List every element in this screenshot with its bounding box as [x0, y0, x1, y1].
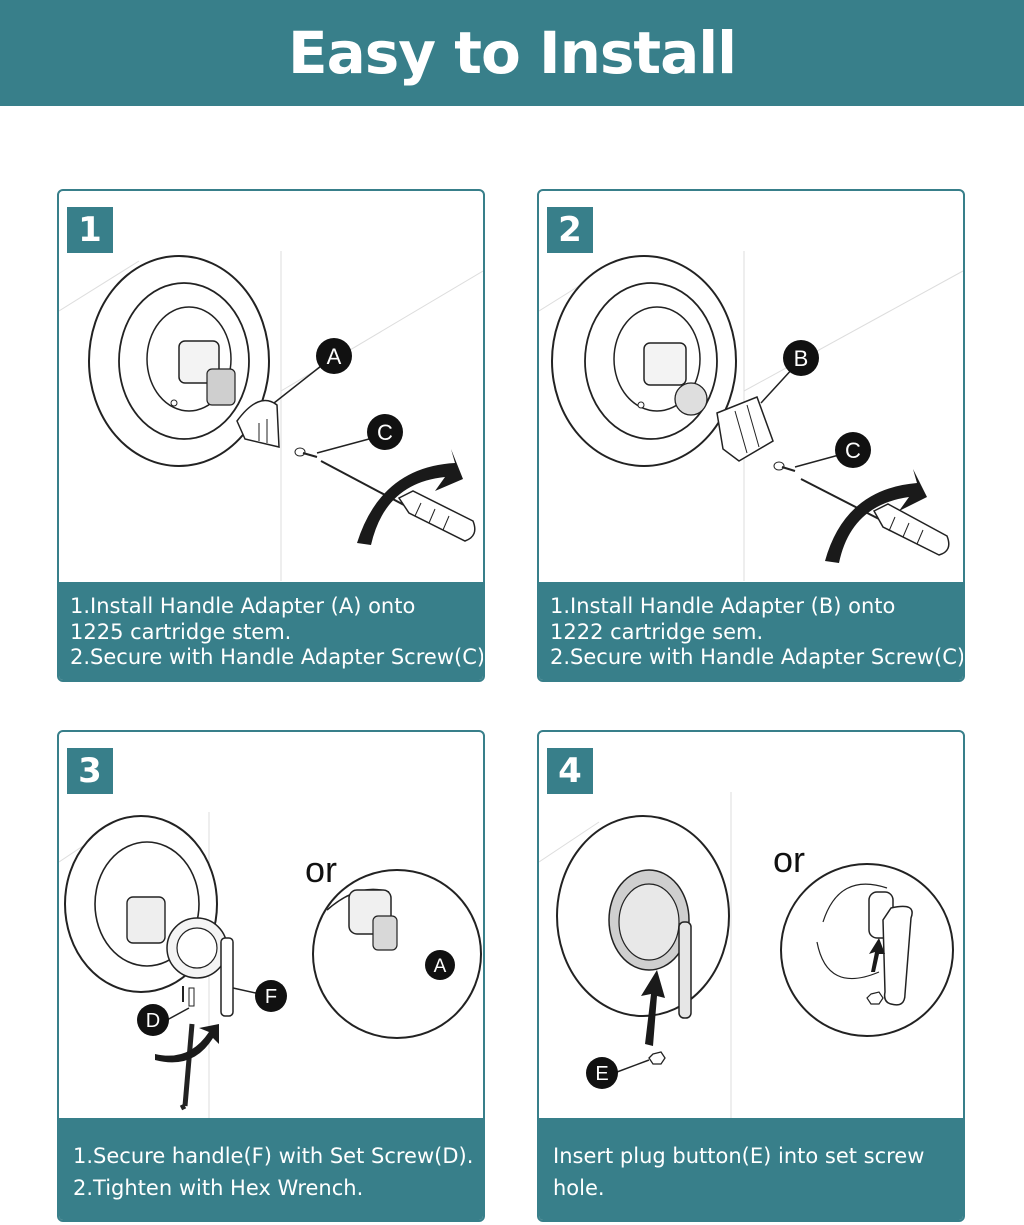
page-title: Easy to Install: [287, 19, 737, 87]
step-panel-2: 2: [537, 189, 965, 682]
svg-text:B: B: [794, 346, 809, 371]
step-4-illustration: or E: [539, 792, 954, 1122]
handle-adapter-b: [716, 396, 774, 462]
screw-c: [294, 447, 318, 458]
handle-adapter-a: [236, 399, 280, 448]
step-number-badge: 3: [67, 748, 113, 794]
svg-text:C: C: [845, 438, 861, 463]
step-caption: Insert plug button(E) into set screw hol…: [539, 1118, 963, 1220]
svg-text:D: D: [146, 1010, 160, 1032]
callout-badge: A: [425, 950, 455, 980]
screwdriver-icon: [800, 478, 950, 556]
step-panel-4: 4 or E Insert plug button(: [537, 730, 965, 1222]
callout-badge: C: [367, 414, 403, 450]
svg-text:A: A: [327, 344, 342, 369]
curved-arrow-icon: [357, 449, 463, 545]
step-caption: 1.Install Handle Adapter (B) onto 1222 c…: [539, 582, 963, 680]
step-1-illustration: A C: [59, 251, 483, 581]
detail-view: [780, 863, 954, 1037]
callout-badge: A: [316, 338, 352, 374]
screw-c: [773, 461, 796, 472]
caption-line: 1225 cartridge stem.: [70, 619, 292, 644]
callout-badge: E: [586, 1057, 618, 1089]
up-arrow-icon: [641, 970, 665, 1046]
caption-line: 2.Secure with Handle Adapter Screw(C).: [550, 645, 965, 669]
trim-plate: [551, 255, 737, 467]
caption-line: 1.Install Handle Adapter (A) onto: [70, 594, 416, 618]
svg-text:A: A: [434, 956, 447, 977]
caption-line: 1.Install Handle Adapter (B) onto: [550, 594, 896, 618]
step-number-badge: 1: [67, 207, 113, 253]
caption-line: 2.Tighten with Hex Wrench.: [73, 1176, 364, 1200]
curved-arrow-icon: [825, 469, 927, 563]
step-panel-1: 1: [57, 189, 485, 682]
caption-line: 2.Secure with Handle Adapter Screw(C).: [70, 645, 485, 669]
step-3-illustration: or D F A: [59, 812, 482, 1122]
plug-button-e: [648, 1051, 666, 1065]
callout-badge: F: [255, 980, 287, 1012]
hex-wrench-icon: [179, 1023, 195, 1111]
callout-badge: B: [783, 340, 819, 376]
step-caption: 1.Secure handle(F) with Set Screw(D). 2.…: [59, 1118, 483, 1220]
svg-text:F: F: [265, 986, 277, 1008]
curved-arrow-icon: [155, 1024, 219, 1063]
step-caption: 1.Install Handle Adapter (A) onto 1225 c…: [59, 582, 483, 680]
detail-view: [312, 869, 482, 1039]
step-2-illustration: B C: [539, 251, 963, 581]
step-number-badge: 2: [547, 207, 593, 253]
caption-line: Insert plug button(E) into set screw: [553, 1144, 925, 1168]
callout-badge: C: [835, 432, 871, 468]
step-number-badge: 4: [547, 748, 593, 794]
svg-text:E: E: [595, 1063, 608, 1085]
or-label: or: [773, 839, 805, 880]
trim-plate: [88, 255, 270, 467]
caption-line: hole.: [553, 1176, 605, 1200]
header-banner: Easy to Install: [0, 0, 1024, 106]
handle-f: [166, 917, 234, 1017]
set-screw-d: [182, 986, 195, 1007]
or-label: or: [305, 849, 337, 890]
callout-badge: D: [137, 1004, 169, 1036]
step-panel-3: 3 or: [57, 730, 485, 1222]
caption-line: 1.Secure handle(F) with Set Screw(D).: [73, 1144, 474, 1168]
svg-text:C: C: [377, 420, 393, 445]
trim-plate: [556, 815, 730, 1019]
caption-line: 1222 cartridge sem.: [550, 619, 764, 644]
